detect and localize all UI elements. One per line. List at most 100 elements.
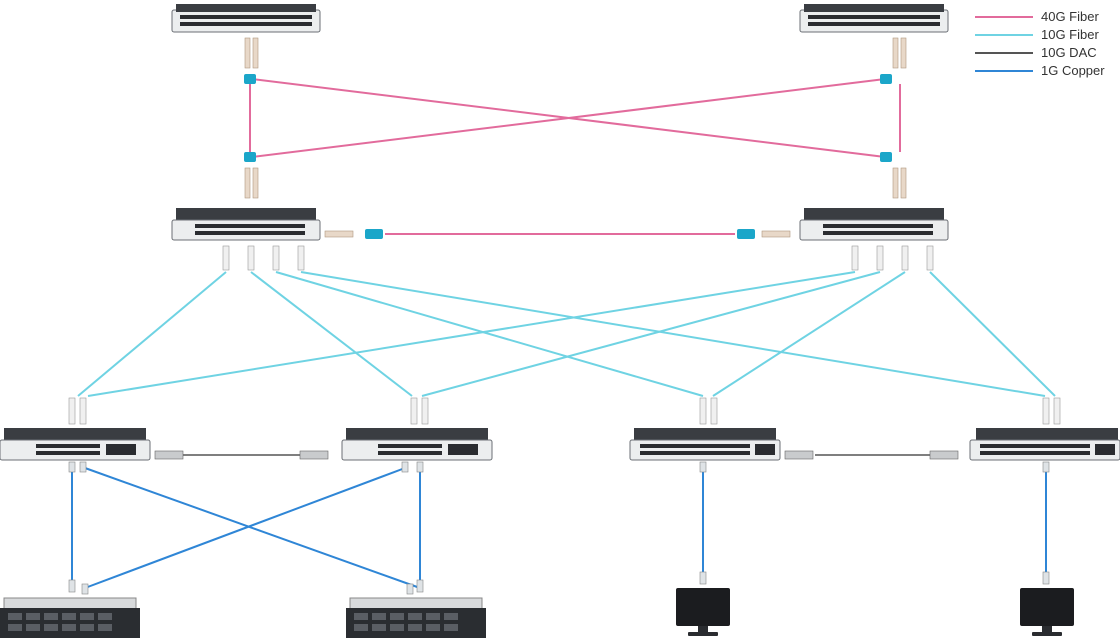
rj45-plug: [1042, 461, 1050, 473]
switch-top-panel: [176, 208, 316, 222]
mpo-connector: [244, 74, 256, 84]
transceiver: [272, 245, 280, 271]
core-right-transceivers: [880, 37, 907, 199]
transceiver: [244, 37, 251, 69]
mpo-connector: [880, 74, 892, 84]
server-chassis: [346, 608, 486, 638]
transceiver: [761, 230, 791, 238]
drive-bays: [8, 613, 112, 631]
aggregation-switch-right[interactable]: [799, 208, 949, 241]
transceiver: [252, 37, 259, 69]
transceiver: [1053, 397, 1061, 425]
transceiver: [876, 245, 884, 271]
switch-chassis: [171, 219, 321, 241]
monitor-base: [1032, 632, 1062, 636]
transceiver: [421, 397, 429, 425]
cable-10g-agg-left-to-access-2: [250, 271, 413, 397]
switch-chassis: [799, 219, 949, 241]
access-switch-2[interactable]: [341, 428, 493, 461]
monitor-screen: [676, 588, 730, 626]
rj45-plug: [68, 579, 76, 593]
switch-top-panel: [176, 4, 316, 12]
transceiver: [1042, 397, 1050, 425]
transceiver: [926, 245, 934, 271]
rj45-plug: [416, 579, 424, 593]
transceiver: [244, 167, 251, 199]
cable-copper-access1-server2: [84, 467, 421, 589]
legend-item-1g-copper: 1G Copper: [975, 63, 1105, 78]
mpo-connector: [880, 152, 892, 162]
cables-1g-copper: [71, 467, 1047, 589]
transceiver: [68, 397, 76, 425]
cables-40g-fiber: [249, 78, 901, 235]
cable-10g-agg-left-to-access-3: [275, 271, 704, 397]
port-block: [980, 444, 1115, 455]
rj45-plug: [68, 461, 76, 473]
access-switch-4[interactable]: [969, 428, 1120, 461]
legend-item-10g-dac: 10G DAC: [975, 45, 1097, 60]
legend: 40G Fiber 10G Fiber 10G DAC 1G Copper: [975, 9, 1105, 78]
switch-chassis: [799, 9, 949, 33]
cable-10g-agg-left-to-access-4: [300, 271, 1046, 397]
legend-label-40g: 40G Fiber: [1041, 9, 1099, 24]
transceiver: [900, 37, 907, 69]
switch-top-panel: [346, 428, 488, 442]
transceiver: [900, 167, 907, 199]
rj45-plug: [1042, 571, 1050, 585]
drive-bays: [354, 613, 458, 631]
core-switch-left[interactable]: [171, 4, 321, 33]
aggregation-switch-left[interactable]: [171, 208, 321, 241]
transceiver: [710, 397, 718, 425]
server-1[interactable]: [0, 597, 140, 638]
monitor-neck: [1042, 626, 1052, 632]
aggregation-down-transceivers: [222, 245, 934, 271]
dac-plug: [299, 450, 329, 460]
connectors: [68, 37, 1061, 595]
monitor-screen: [1020, 588, 1074, 626]
dac-plugs: [154, 450, 959, 460]
cables-10g-fiber: [77, 271, 1056, 397]
dac-plug: [154, 450, 184, 460]
port-block: [640, 444, 775, 455]
cable-10g-agg-right-to-access-2: [421, 271, 881, 397]
transceiver: [892, 37, 899, 69]
port-block: [36, 444, 136, 455]
mpo-connector: [365, 229, 383, 239]
transceiver: [247, 245, 255, 271]
monitor-1[interactable]: [676, 588, 730, 636]
access-switch-1[interactable]: [0, 428, 151, 461]
monitor-base: [688, 632, 718, 636]
mpo-connector: [737, 229, 755, 239]
port-block: [195, 224, 305, 235]
transceiver: [699, 397, 707, 425]
legend-label-1g-copper: 1G Copper: [1041, 63, 1105, 78]
rj45-plug: [401, 461, 409, 473]
access-switch-3[interactable]: [629, 428, 781, 461]
port-block: [180, 15, 312, 26]
cable-10g-agg-right-to-access-1: [87, 271, 856, 397]
switch-top-panel: [976, 428, 1118, 442]
server-2[interactable]: [346, 597, 486, 638]
monitor-2[interactable]: [1020, 588, 1074, 636]
transceiver: [252, 167, 259, 199]
legend-item-10g-fiber: 10G Fiber: [975, 27, 1099, 42]
core-switch-right[interactable]: [799, 4, 949, 33]
rj45-plug: [79, 461, 87, 473]
dac-plug: [784, 450, 814, 460]
legend-label-10g-fiber: 10G Fiber: [1041, 27, 1099, 42]
legend-item-40g-fiber: 40G Fiber: [975, 9, 1099, 24]
rj45-plug: [406, 583, 414, 595]
switch-top-panel: [634, 428, 776, 442]
port-block: [808, 15, 940, 26]
transceiver: [901, 245, 909, 271]
monitor-neck: [698, 626, 708, 632]
server-chassis: [0, 608, 140, 638]
transceiver: [297, 245, 305, 271]
legend-label-10g-dac: 10G DAC: [1041, 45, 1097, 60]
transceiver: [79, 397, 87, 425]
switch-top-panel: [804, 208, 944, 222]
core-left-transceivers: [244, 37, 259, 199]
port-block: [823, 224, 933, 235]
transceiver: [222, 245, 230, 271]
